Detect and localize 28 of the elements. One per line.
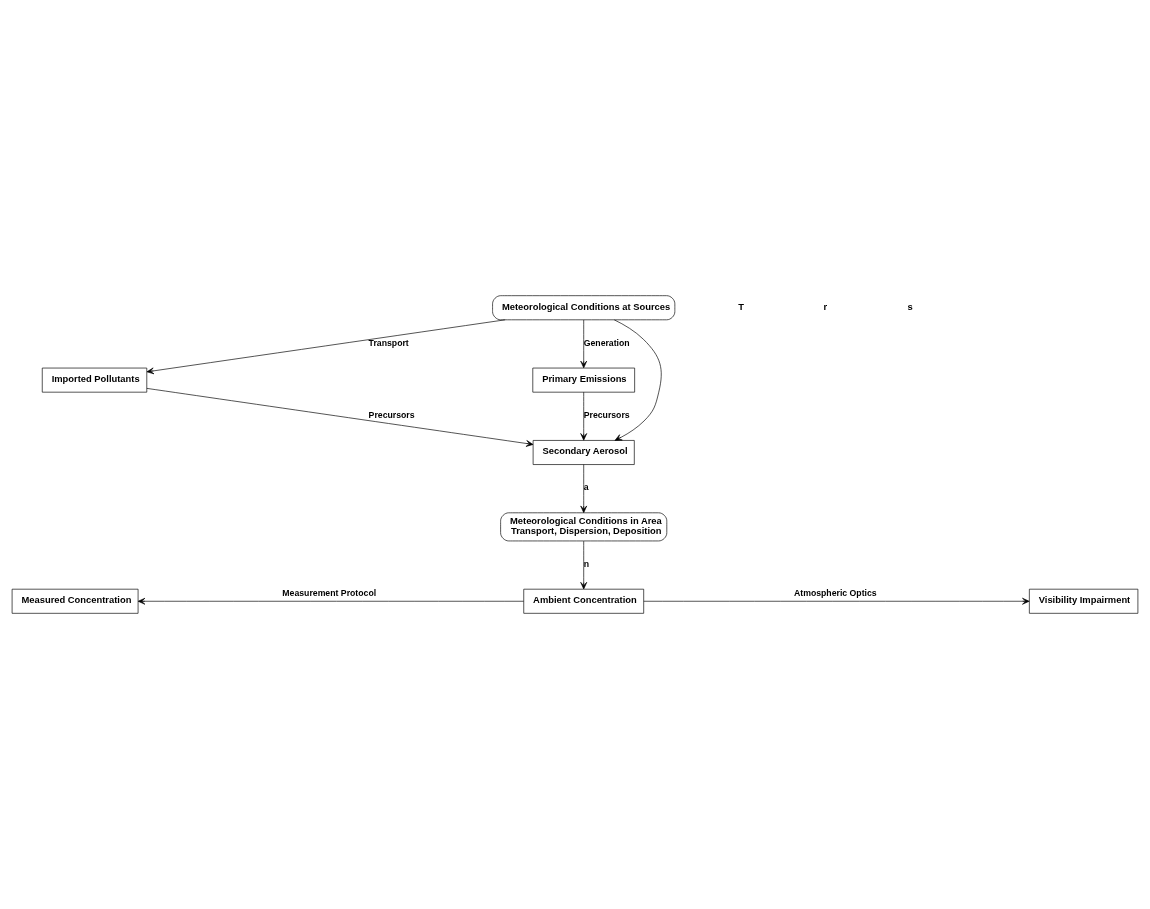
arrow <box>580 319 588 369</box>
label: s <box>907 301 913 312</box>
node-box: Meteorological Conditions at Sources <box>492 295 676 321</box>
node-box: Secondary Aerosol <box>532 440 635 465</box>
arrow <box>146 319 506 375</box>
arrow <box>137 597 524 605</box>
arrow <box>580 464 588 513</box>
arrow <box>580 391 588 441</box>
node-box: Meteorological Conditions in Area Transport, Dispersion, Deposition <box>500 512 668 542</box>
label: r <box>823 301 828 312</box>
node-box: Visibility Impairment <box>1029 588 1139 614</box>
edge-label: Generation <box>583 337 630 348</box>
node-box: Imported Pollutants <box>41 367 148 393</box>
node-box: Primary Emissions <box>532 367 635 393</box>
node-box: Measured Concentration <box>11 588 139 614</box>
edge-label: Measurement Protocol <box>282 588 377 599</box>
arrow <box>580 540 588 590</box>
edge-label: Atmospheric Optics <box>793 588 877 599</box>
arrow <box>643 597 1030 605</box>
arrow <box>146 388 534 447</box>
label: T <box>738 301 744 312</box>
arrow <box>613 319 662 441</box>
edge-label: Precursors <box>583 409 630 420</box>
edge-label: a <box>583 482 589 493</box>
edge-label: n <box>583 558 590 569</box>
edge-label: Transport <box>368 337 409 348</box>
node-box: Ambient Concentration <box>523 588 645 614</box>
edge-label: Precursors <box>368 409 415 420</box>
